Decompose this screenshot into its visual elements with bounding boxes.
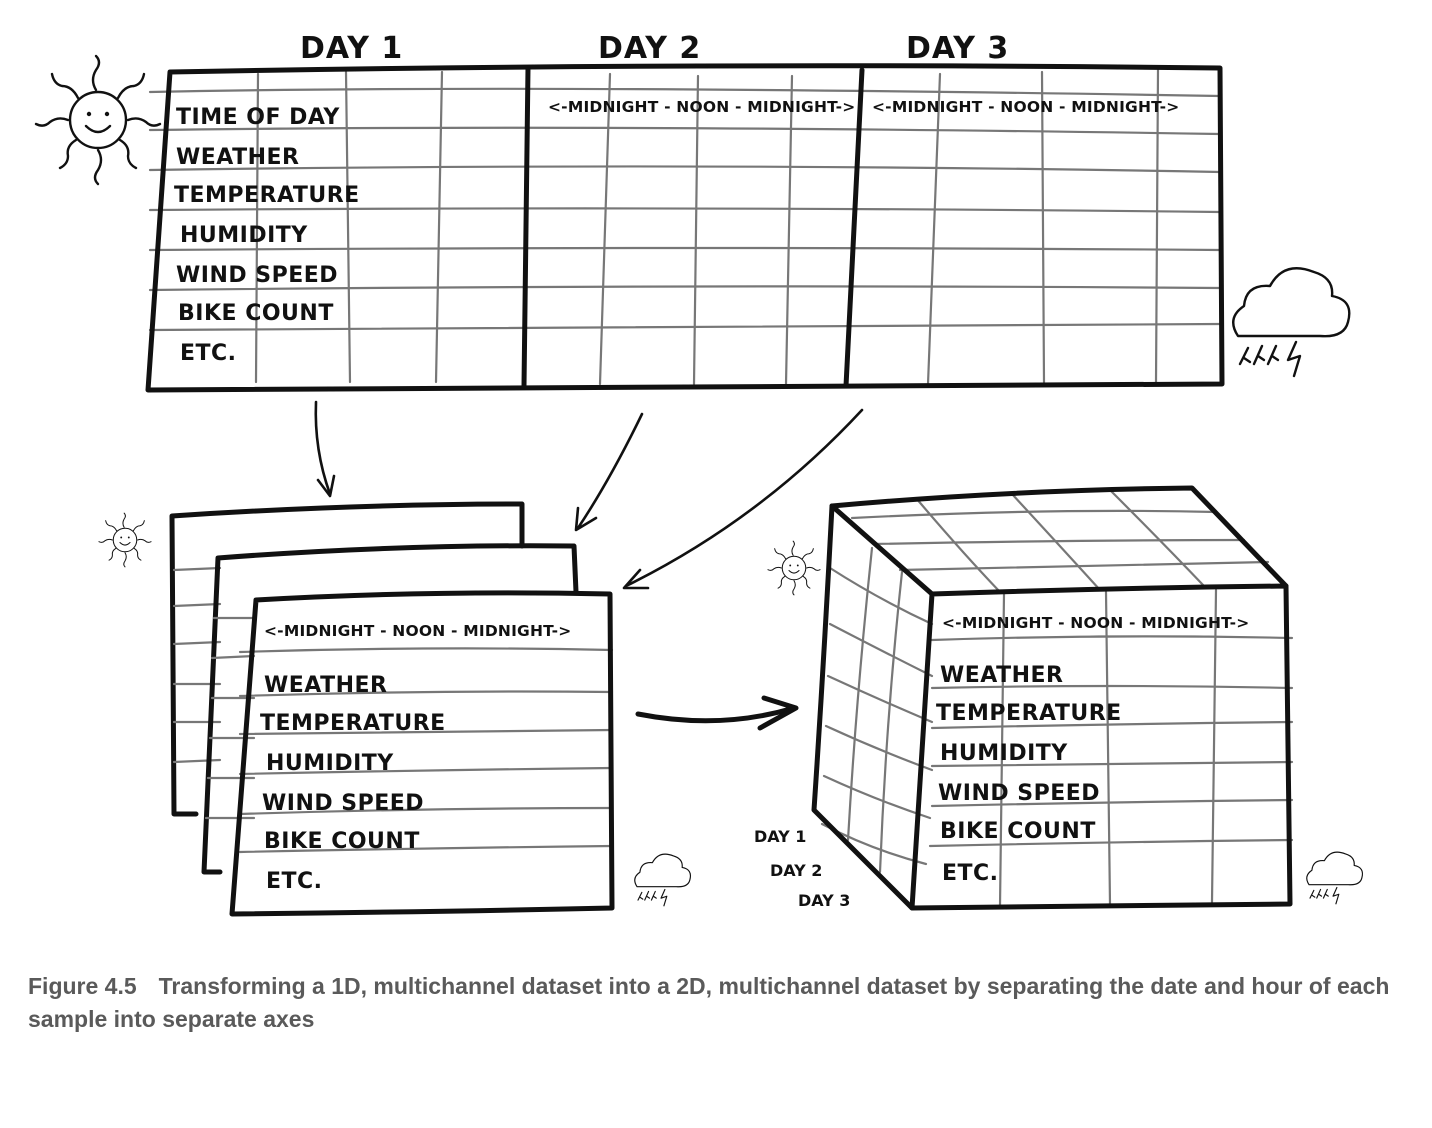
cube-day-3-label: DAY 3 — [798, 891, 850, 910]
top-table-border — [145, 63, 1225, 393]
arrow-day-1-head — [316, 474, 336, 498]
sheet-stack: <-MIDNIGHT - NOON - MIDNIGHT-> WEATHER T… — [169, 501, 615, 917]
small-sun-icon-stack — [98, 512, 152, 568]
cube-label-etc: ETC. — [942, 861, 999, 886]
stack-time-axis: <-MIDNIGHT - NOON - MIDNIGHT-> — [264, 622, 571, 640]
arrow-to-cube-head — [757, 695, 799, 731]
cube-border — [811, 485, 1293, 911]
small-storm-icon-cube — [1306, 851, 1364, 905]
figure-caption-text: Transforming a 1D, multichannel dataset … — [28, 973, 1390, 1032]
arrow-day-3 — [624, 408, 864, 588]
cube-label-bike-count: BIKE COUNT — [940, 819, 1096, 844]
arrow-to-cube — [635, 705, 797, 724]
small-sun-icon-cube — [767, 540, 821, 596]
day-3-header: DAY 3 — [906, 31, 1009, 66]
row-label-time-of-day: TIME OF DAY — [176, 105, 340, 130]
storm-cloud-icon — [1231, 267, 1351, 378]
arrow-day-3-head — [622, 568, 650, 590]
day-2-header: DAY 2 — [598, 31, 701, 66]
stack-label-wind-speed: WIND SPEED — [262, 791, 424, 816]
stack-label-humidity: HUMIDITY — [266, 751, 394, 776]
front-sheet — [229, 590, 615, 917]
cube-time-axis: <-MIDNIGHT - NOON - MIDNIGHT-> — [942, 614, 1249, 632]
figure-number: Figure 4.5 — [28, 973, 137, 999]
row-label-wind-speed: WIND SPEED — [176, 263, 338, 288]
data-cube: <-MIDNIGHT - NOON - MIDNIGHT-> WEATHER T… — [754, 485, 1294, 911]
arrow-day-2-head — [574, 506, 598, 532]
row-label-weather: WEATHER — [176, 145, 300, 170]
stack-label-bike-count: BIKE COUNT — [264, 829, 420, 854]
row-label-temperature: TEMPERATURE — [174, 183, 360, 208]
cube-label-weather: WEATHER — [940, 663, 1064, 688]
middle-sheet — [201, 543, 579, 875]
cube-label-wind-speed: WIND SPEED — [938, 781, 1100, 806]
stack-label-temperature: TEMPERATURE — [260, 711, 446, 736]
cube-top-face — [850, 488, 1270, 594]
transform-arrows — [314, 400, 864, 731]
cube-day-1-label: DAY 1 — [754, 827, 806, 846]
day-1-header: DAY 1 — [300, 31, 403, 66]
row-label-etc: ETC. — [180, 341, 237, 366]
cube-day-2-label: DAY 2 — [770, 861, 822, 880]
day-3-time-axis: <-MIDNIGHT - NOON - MIDNIGHT-> — [872, 98, 1179, 116]
top-table: DAY 1 DAY 2 DAY 3 TIME OF DAY WEATHER TE… — [145, 31, 1225, 393]
small-storm-icon-stack — [634, 853, 692, 907]
top-table-grid — [148, 68, 1222, 386]
cube-front-face — [928, 588, 1294, 908]
cube-label-temperature: TEMPERATURE — [936, 701, 1122, 726]
back-sheet — [169, 501, 525, 817]
arrow-day-1 — [314, 400, 332, 496]
smiling-sun-icon — [34, 54, 162, 186]
day-2-time-axis: <-MIDNIGHT - NOON - MIDNIGHT-> — [548, 98, 855, 116]
cube-label-humidity: HUMIDITY — [940, 741, 1068, 766]
diagram-canvas: DAY 1 DAY 2 DAY 3 TIME OF DAY WEATHER TE… — [34, 31, 1364, 917]
row-label-bike-count: BIKE COUNT — [178, 301, 334, 326]
row-label-humidity: HUMIDITY — [180, 223, 308, 248]
arrow-day-2 — [576, 412, 644, 530]
stack-label-weather: WEATHER — [264, 673, 388, 698]
stack-label-etc: ETC. — [266, 869, 323, 894]
